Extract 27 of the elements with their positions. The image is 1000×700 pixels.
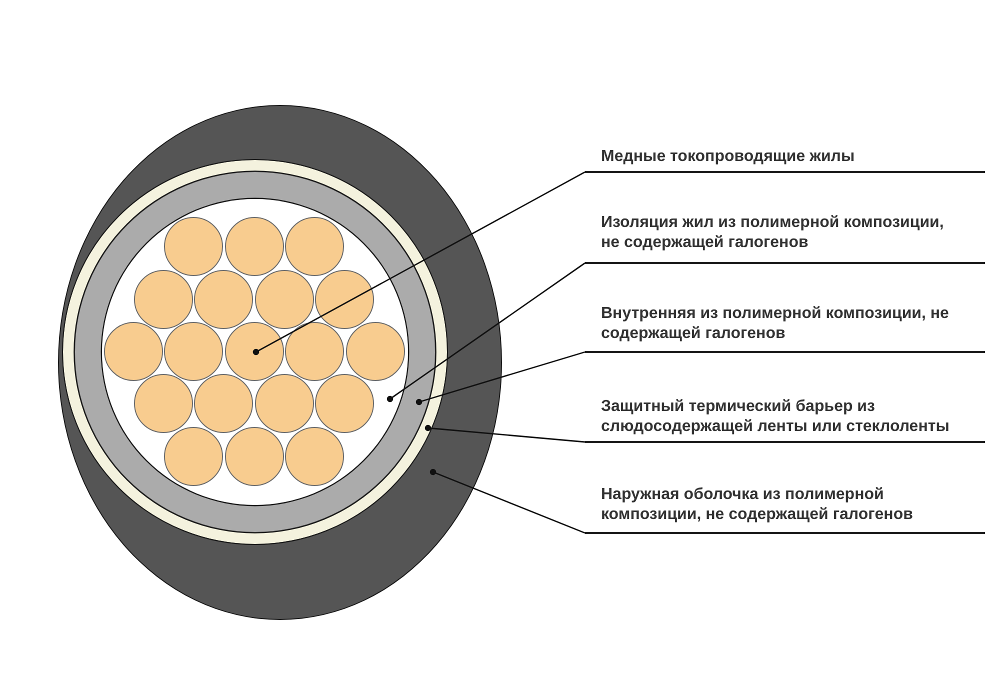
callout-label: Защитный термический барьер из слюдосодержащей ленты или стеклоленты — [585, 397, 985, 443]
copper-conductor — [164, 426, 224, 486]
callout-label: Медные токопроводящие жилы — [585, 147, 985, 173]
copper-conductor — [315, 374, 374, 434]
callout-label: Наружная оболочка из полимерной композиции, не содержащей галогенов — [585, 485, 985, 534]
copper-conductor — [194, 270, 254, 329]
leader-line — [386, 262, 586, 402]
copper-conductor — [254, 374, 314, 434]
callout-label: Изоляция жил из полимерной композиции, не содержащей галогенов — [585, 213, 985, 264]
copper-conductor — [224, 322, 284, 382]
copper-conductor — [285, 217, 344, 276]
callout-label: Внутренняя из полимерной композиции, не содержащей галогенов — [585, 304, 985, 353]
copper-conductor — [285, 322, 344, 382]
copper-conductor — [164, 322, 224, 382]
copper-conductor — [346, 322, 405, 382]
copper-conductor — [134, 374, 193, 434]
leader-line — [416, 351, 586, 406]
copper-conductor — [254, 270, 314, 329]
copper-conductor — [164, 217, 224, 276]
copper-conductor — [285, 426, 344, 486]
leader-line — [424, 424, 586, 443]
copper-conductor — [134, 270, 193, 329]
leader-line — [252, 171, 586, 356]
copper-conductor — [315, 270, 374, 329]
copper-conductor — [194, 374, 254, 434]
leader-line — [430, 468, 586, 534]
copper-conductor — [104, 322, 163, 382]
